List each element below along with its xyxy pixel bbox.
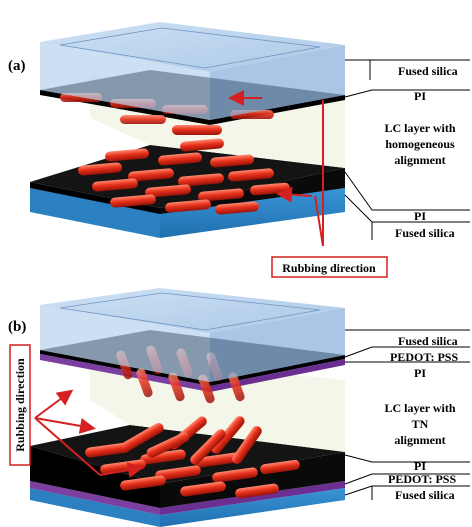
- panel-b-label-bottom-alignment: PI: [414, 459, 426, 473]
- panel-a-label-top-substrate: Fused silica: [398, 64, 458, 78]
- panel-b: (b): [8, 288, 470, 527]
- panel-a: (a): [8, 22, 470, 278]
- panel-b-rubbing-box: [9, 344, 31, 466]
- panel-a-label-lc-line3: alignment: [394, 153, 445, 167]
- panel-a-label-lc-line1: LC layer with: [384, 121, 455, 135]
- panel-b-label-lc-line3: alignment: [394, 433, 445, 447]
- panel-a-label: (a): [8, 58, 26, 74]
- panel-a-rubbing-arrows: [228, 90, 324, 247]
- panel-b-label-top-alignment: PI: [414, 366, 426, 380]
- panel-b-label-lc-line1: LC layer with: [384, 401, 455, 415]
- panel-b-label-top-electrode: PEDOT: PSS: [390, 350, 458, 364]
- panel-a-label-bottom-substrate: Fused silica: [395, 226, 455, 240]
- panel-b-label-lc-line2: TN: [412, 417, 429, 431]
- panel-b-top-substrate: [40, 288, 345, 382]
- panel-b-rubbing-arrows: [34, 389, 144, 478]
- panel-a-label-lc-line2: homogeneous: [385, 137, 455, 151]
- panel-a-rubbing-label: Rubbing direction: [282, 261, 376, 275]
- panel-a-rubbing-box: [271, 256, 388, 278]
- panel-b-rubbing-label: Rubbing direction: [13, 358, 27, 452]
- panel-b-lc-rods-bottom: [85, 416, 300, 499]
- panel-a-label-bottom-alignment: PI: [414, 209, 426, 223]
- panel-a-lc-rods-bottom: [78, 138, 290, 215]
- panel-a-label-top-alignment: PI: [414, 89, 426, 103]
- panel-a-leader-lines: [344, 59, 470, 240]
- panel-b-label: (b): [8, 319, 26, 335]
- panel-b-label-bottom-electrode: PEDOT: PSS: [388, 472, 456, 486]
- panel-b-label-top-substrate: Fused silica: [398, 334, 458, 348]
- panel-b-label-bottom-substrate: Fused silica: [395, 488, 455, 502]
- panel-b-leader-lines: [344, 329, 470, 500]
